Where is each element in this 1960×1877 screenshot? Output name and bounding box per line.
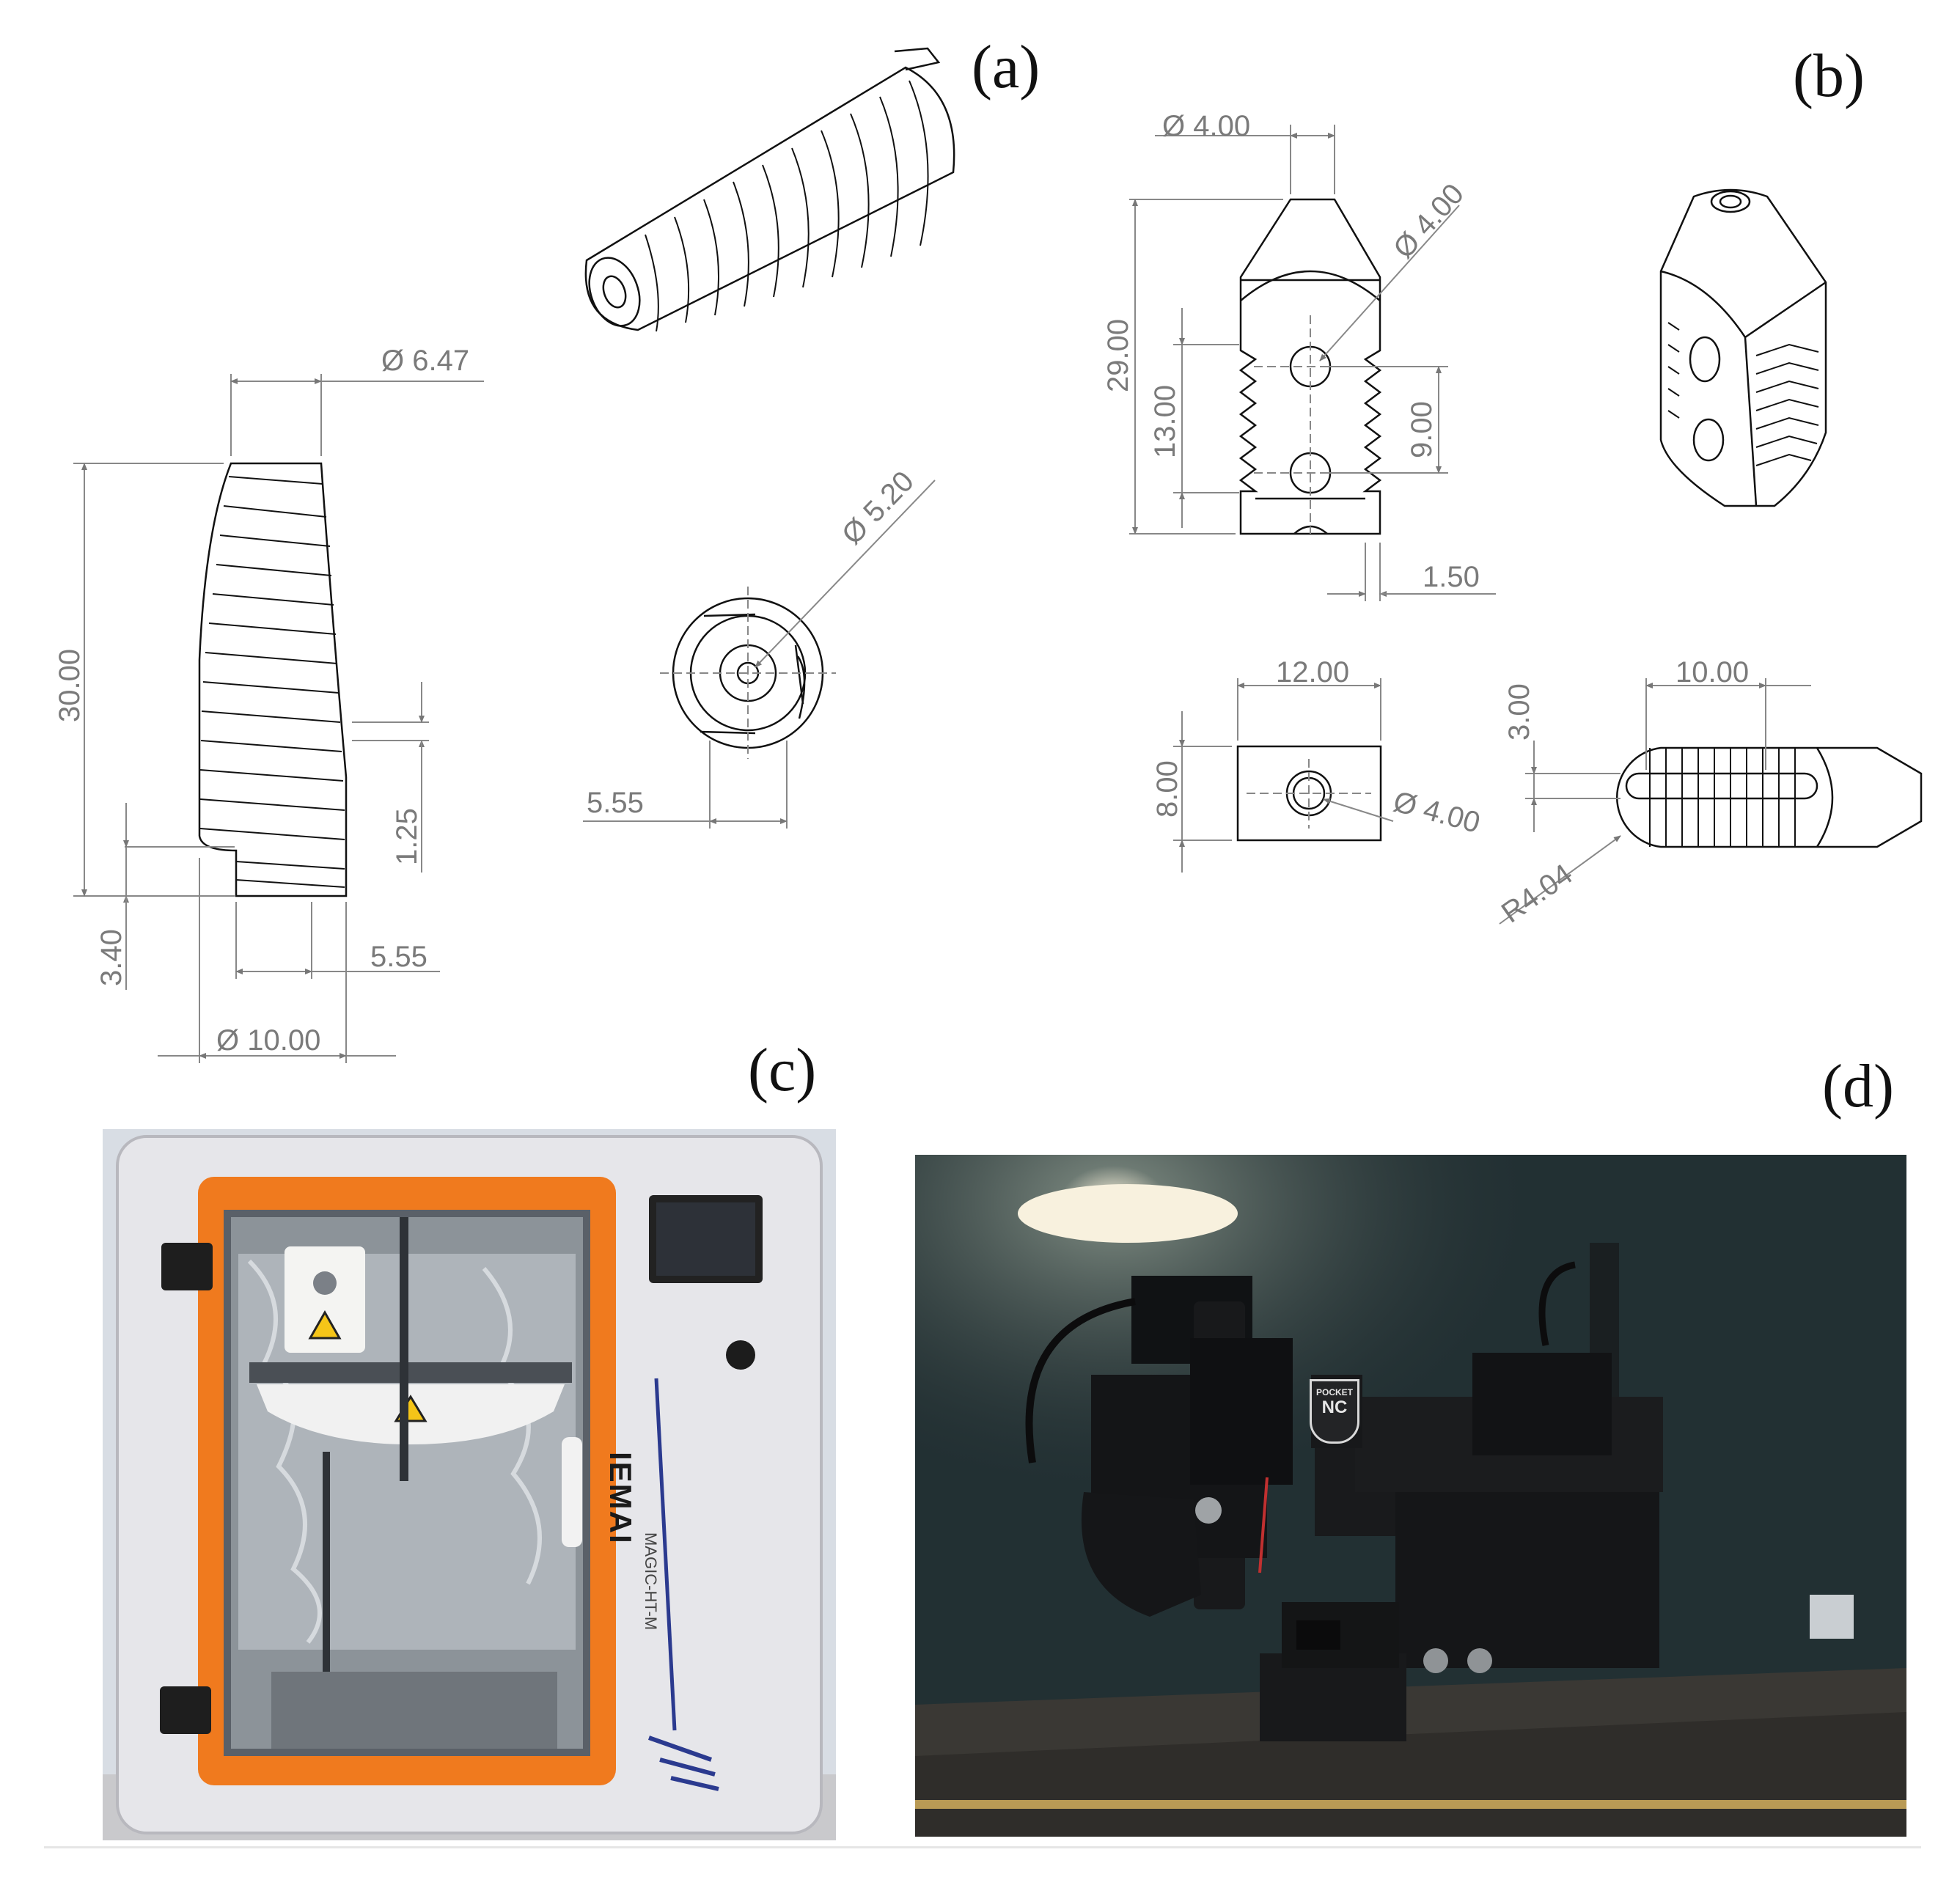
mill-illustration	[915, 1155, 1906, 1837]
dim-b-hole-spacing: 9.00	[1406, 401, 1438, 458]
dim-a-top-diameter: Ø 6.47	[381, 345, 469, 377]
dim-b-hole-diameter: Ø 4.00	[1387, 177, 1470, 265]
panel-label-b: (b)	[1793, 42, 1865, 110]
dim-b-radius: R4.04	[1496, 858, 1579, 929]
implant-front-view	[1238, 198, 1382, 535]
dim-b-thread-span: 13.00	[1149, 385, 1181, 458]
panel-label-a: (a)	[972, 33, 1040, 101]
dim-b-width: 12.00	[1276, 656, 1349, 688]
bottom-rule	[44, 1846, 1921, 1848]
dim-b-slot-length: 10.00	[1675, 656, 1749, 688]
dim-a-tip-length: 3.40	[95, 929, 128, 986]
dim-a-end-width: 5.55	[587, 787, 644, 819]
dim-a-base-diameter: Ø 10.00	[216, 1024, 320, 1057]
printer-illustration	[103, 1135, 836, 1840]
panel-label-d: (d)	[1822, 1052, 1894, 1120]
dim-a-length: 30.00	[54, 649, 86, 722]
screw-isometric-view	[584, 47, 955, 332]
dim-b-wall: 1.50	[1423, 561, 1480, 593]
mill-photo: POCKET NC	[915, 1155, 1906, 1837]
dim-b-length: 29.00	[1102, 319, 1134, 392]
pocketnc-badge: POCKET NC	[1310, 1379, 1359, 1444]
technical-drawings: Ø 6.47 30.00 1.25 3.40 5.55 Ø 10.00 Ø 5.…	[54, 47, 1923, 1063]
badge-line1: POCKET	[1315, 1387, 1353, 1397]
dim-b-tip-diameter: Ø 4.00	[1162, 110, 1250, 142]
implant-bottom-view	[1616, 746, 1923, 848]
printer-brand: IEMAI	[603, 1452, 638, 1545]
dim-a-tip-width: 5.55	[370, 941, 427, 973]
dim-a-pitch: 1.25	[391, 808, 423, 865]
implant-isometric-view	[1659, 188, 1827, 507]
screw-side-view	[198, 462, 348, 897]
badge-line2: NC	[1321, 1397, 1348, 1417]
printer-model: MAGIC-HT-M	[642, 1532, 660, 1631]
dim-b-slot-width: 3.00	[1503, 683, 1535, 741]
dim-b-height: 8.00	[1151, 760, 1183, 818]
panel-label-c: (c)	[748, 1036, 817, 1104]
dim-b-bottom-hole: Ø 4.00	[1390, 785, 1483, 840]
printer-photo: IEMAI MAGIC-HT-M	[103, 1129, 836, 1840]
